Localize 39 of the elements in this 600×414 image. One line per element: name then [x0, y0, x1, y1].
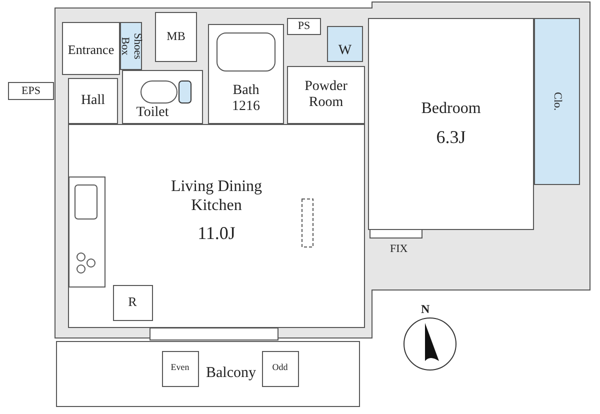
room — [287, 66, 365, 124]
room-label: Clo. — [550, 92, 564, 111]
room — [262, 350, 298, 386]
room — [287, 18, 321, 35]
room-label: Odd — [272, 362, 288, 372]
room — [208, 24, 284, 124]
room-label: Toilet — [136, 104, 169, 121]
room-label: Bath — [232, 82, 260, 99]
room — [56, 341, 360, 407]
storage-area — [120, 22, 142, 70]
room-label: Bedroom — [421, 100, 481, 119]
room-label: Shoes Box — [118, 32, 144, 62]
room — [112, 284, 152, 320]
room-label: Living Dining Kitchen — [170, 178, 264, 216]
room — [122, 70, 203, 124]
room — [8, 82, 54, 100]
room-label: R — [128, 295, 137, 310]
room-label: EPS — [22, 84, 40, 98]
room-label: Powder Room — [304, 78, 348, 112]
room — [68, 78, 118, 124]
window-label: FIX — [390, 243, 408, 255]
room — [368, 18, 534, 230]
area-label: 11.0J — [198, 223, 236, 244]
room-label: W — [338, 42, 352, 59]
room — [62, 22, 120, 75]
room-label: PS — [298, 20, 310, 33]
area-label: 1216 — [232, 98, 260, 115]
room — [155, 12, 197, 62]
room-label: Even — [170, 362, 190, 372]
room-label: Hall — [80, 92, 106, 110]
room — [162, 350, 198, 386]
room-label: Balcony — [206, 365, 256, 383]
north-label: N — [421, 302, 430, 317]
area-label: 6.3J — [436, 126, 466, 148]
storage-area — [327, 26, 363, 62]
room — [68, 124, 365, 328]
room-label: Entrance — [68, 43, 114, 58]
storage-area — [534, 18, 580, 185]
room-label: MB — [166, 30, 186, 44]
